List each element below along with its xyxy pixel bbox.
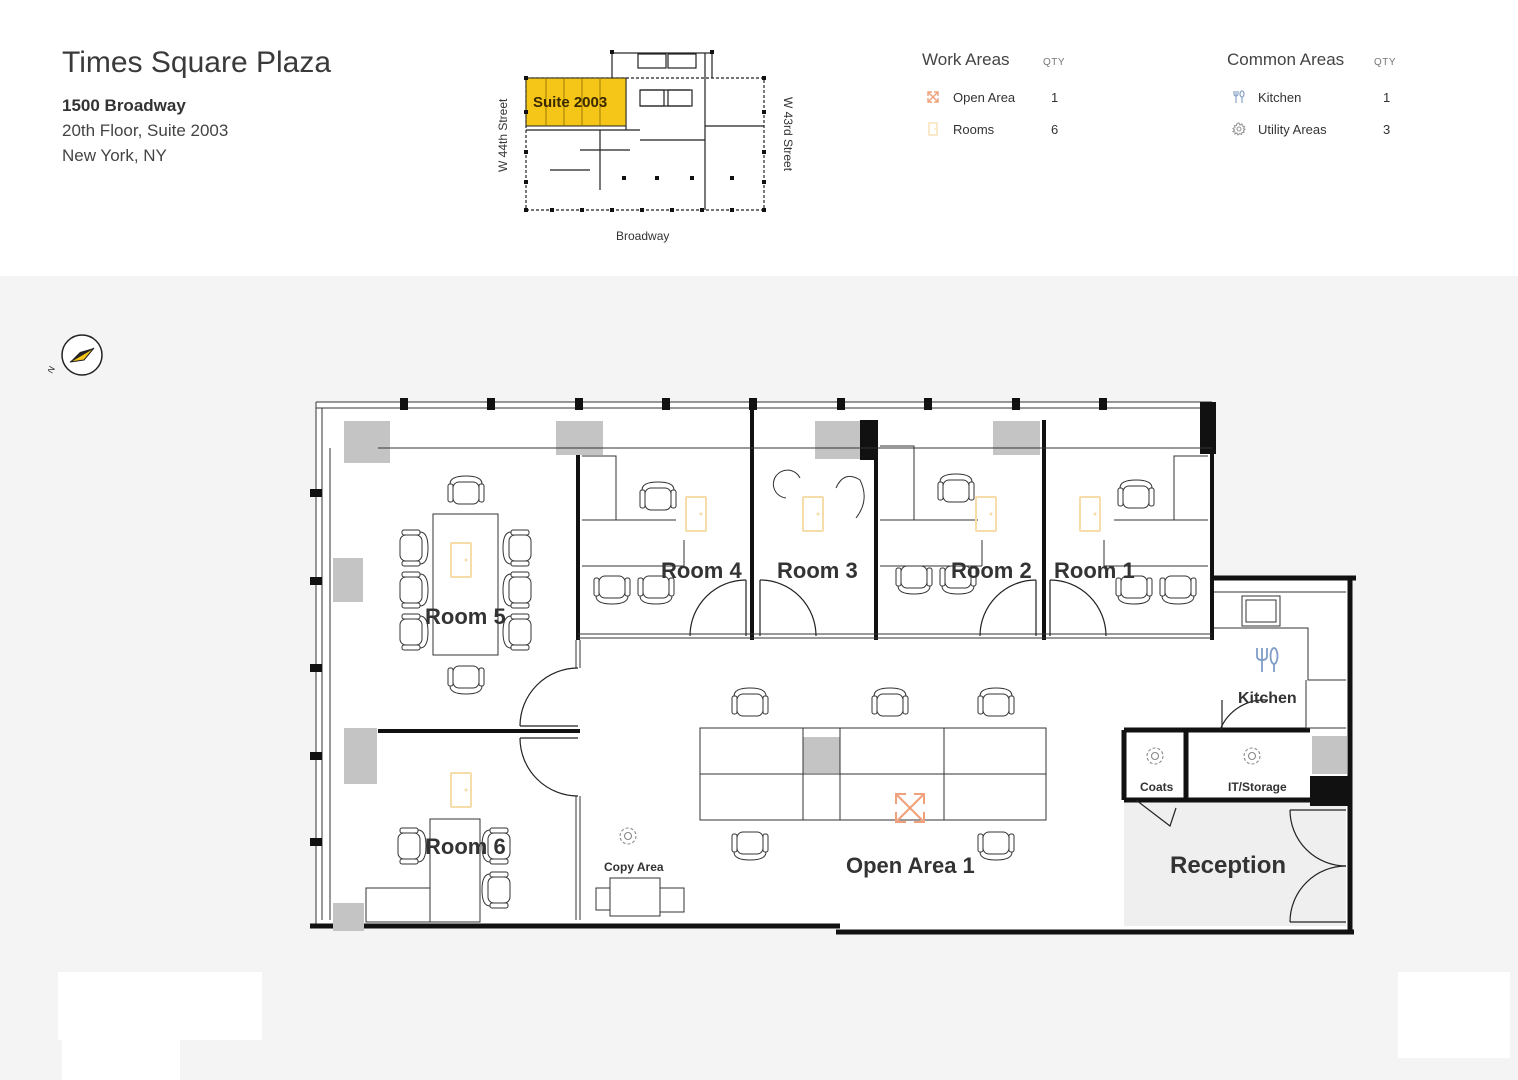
it-storage-gear-icon <box>1243 747 1261 765</box>
open-area-icon <box>895 793 925 823</box>
chair <box>939 565 977 595</box>
chair <box>593 575 631 605</box>
expand-arrows-icon <box>927 91 939 103</box>
chair <box>1159 575 1197 605</box>
chair <box>731 831 769 861</box>
chair <box>977 831 1015 861</box>
chair <box>731 687 769 717</box>
kitchen-label: Kitchen <box>1238 690 1297 707</box>
north-label: N <box>48 364 57 375</box>
chair <box>1115 575 1153 605</box>
header-panel: Times Square Plaza 1500 Broadway 20th Fl… <box>0 0 1518 276</box>
legend-kitchen-label: Kitchen <box>1258 90 1302 105</box>
footer-panel-left-tab <box>62 1040 180 1080</box>
chair <box>502 529 532 567</box>
chair <box>481 871 511 909</box>
street-right-label: W 43rd Street <box>781 97 795 172</box>
chair <box>502 613 532 651</box>
chair <box>977 687 1015 717</box>
chair <box>447 665 485 695</box>
room-5-label: Room 5 <box>425 604 506 629</box>
fork-knife-icon <box>1233 90 1245 103</box>
common-qty-label: QTY <box>1374 57 1397 68</box>
room-4-label: Room 4 <box>661 558 742 583</box>
gear-icon <box>1232 122 1246 136</box>
compass-rose: N <box>48 334 103 376</box>
work-areas-heading: Work Areas <box>922 50 1010 69</box>
legend-rooms-qty: 6 <box>1051 122 1059 137</box>
footer-panel-right <box>1398 972 1510 1058</box>
chair <box>399 571 429 609</box>
open-area-label: Open Area 1 <box>846 853 975 878</box>
address-line-1: 1500 Broadway <box>62 96 186 115</box>
chair <box>447 475 485 505</box>
chair <box>399 613 429 651</box>
chair <box>895 565 933 595</box>
chair <box>399 529 429 567</box>
key-plan: Suite 2003 W 44th Street W 43rd Street B… <box>496 50 795 243</box>
room-6-label: Room 6 <box>425 834 506 859</box>
legend-rooms-label: Rooms <box>953 122 995 137</box>
legend-open-area-label: Open Area <box>953 90 1016 105</box>
it-storage-label: IT/Storage <box>1228 780 1287 794</box>
suite-label: Suite 2003 <box>533 94 607 111</box>
work-qty-label: QTY <box>1043 57 1066 68</box>
floor-plan: Room 5 Room 4 Room 3 Room 2 Room 1 Room … <box>310 398 1356 935</box>
common-areas-heading: Common Areas <box>1227 50 1345 69</box>
room-1-label: Room 1 <box>1054 558 1135 583</box>
legend-utility-label: Utility Areas <box>1258 122 1327 137</box>
legend-open-area-qty: 1 <box>1051 90 1059 105</box>
chair <box>1117 479 1155 509</box>
coats-gear-icon <box>1146 747 1164 765</box>
building-name: Times Square Plaza <box>62 46 332 79</box>
footer-panel-left <box>58 972 262 1040</box>
room-2-label: Room 2 <box>951 558 1032 583</box>
kitchen-fork-knife-icon <box>1256 647 1279 672</box>
chair <box>637 575 675 605</box>
legend-utility-qty: 3 <box>1383 122 1391 137</box>
street-left-label: W 44th Street <box>496 98 510 172</box>
chair <box>397 827 427 865</box>
copy-area-gear-icon <box>619 827 637 845</box>
chair <box>481 827 511 865</box>
chair <box>502 571 532 609</box>
chair <box>871 687 909 717</box>
copy-area-label: Copy Area <box>604 860 664 874</box>
address-line-2: 20th Floor, Suite 2003 <box>62 121 229 140</box>
address-line-3: New York, NY <box>62 146 167 165</box>
coats-label: Coats <box>1140 780 1174 794</box>
chair <box>639 481 677 511</box>
street-bottom-label: Broadway <box>616 229 669 243</box>
door-icon <box>928 122 938 136</box>
reception-label: Reception <box>1170 852 1286 879</box>
room-3-label: Room 3 <box>777 558 858 583</box>
legend-kitchen-qty: 1 <box>1383 90 1391 105</box>
suite-highlight <box>525 77 627 127</box>
chair <box>937 473 975 503</box>
